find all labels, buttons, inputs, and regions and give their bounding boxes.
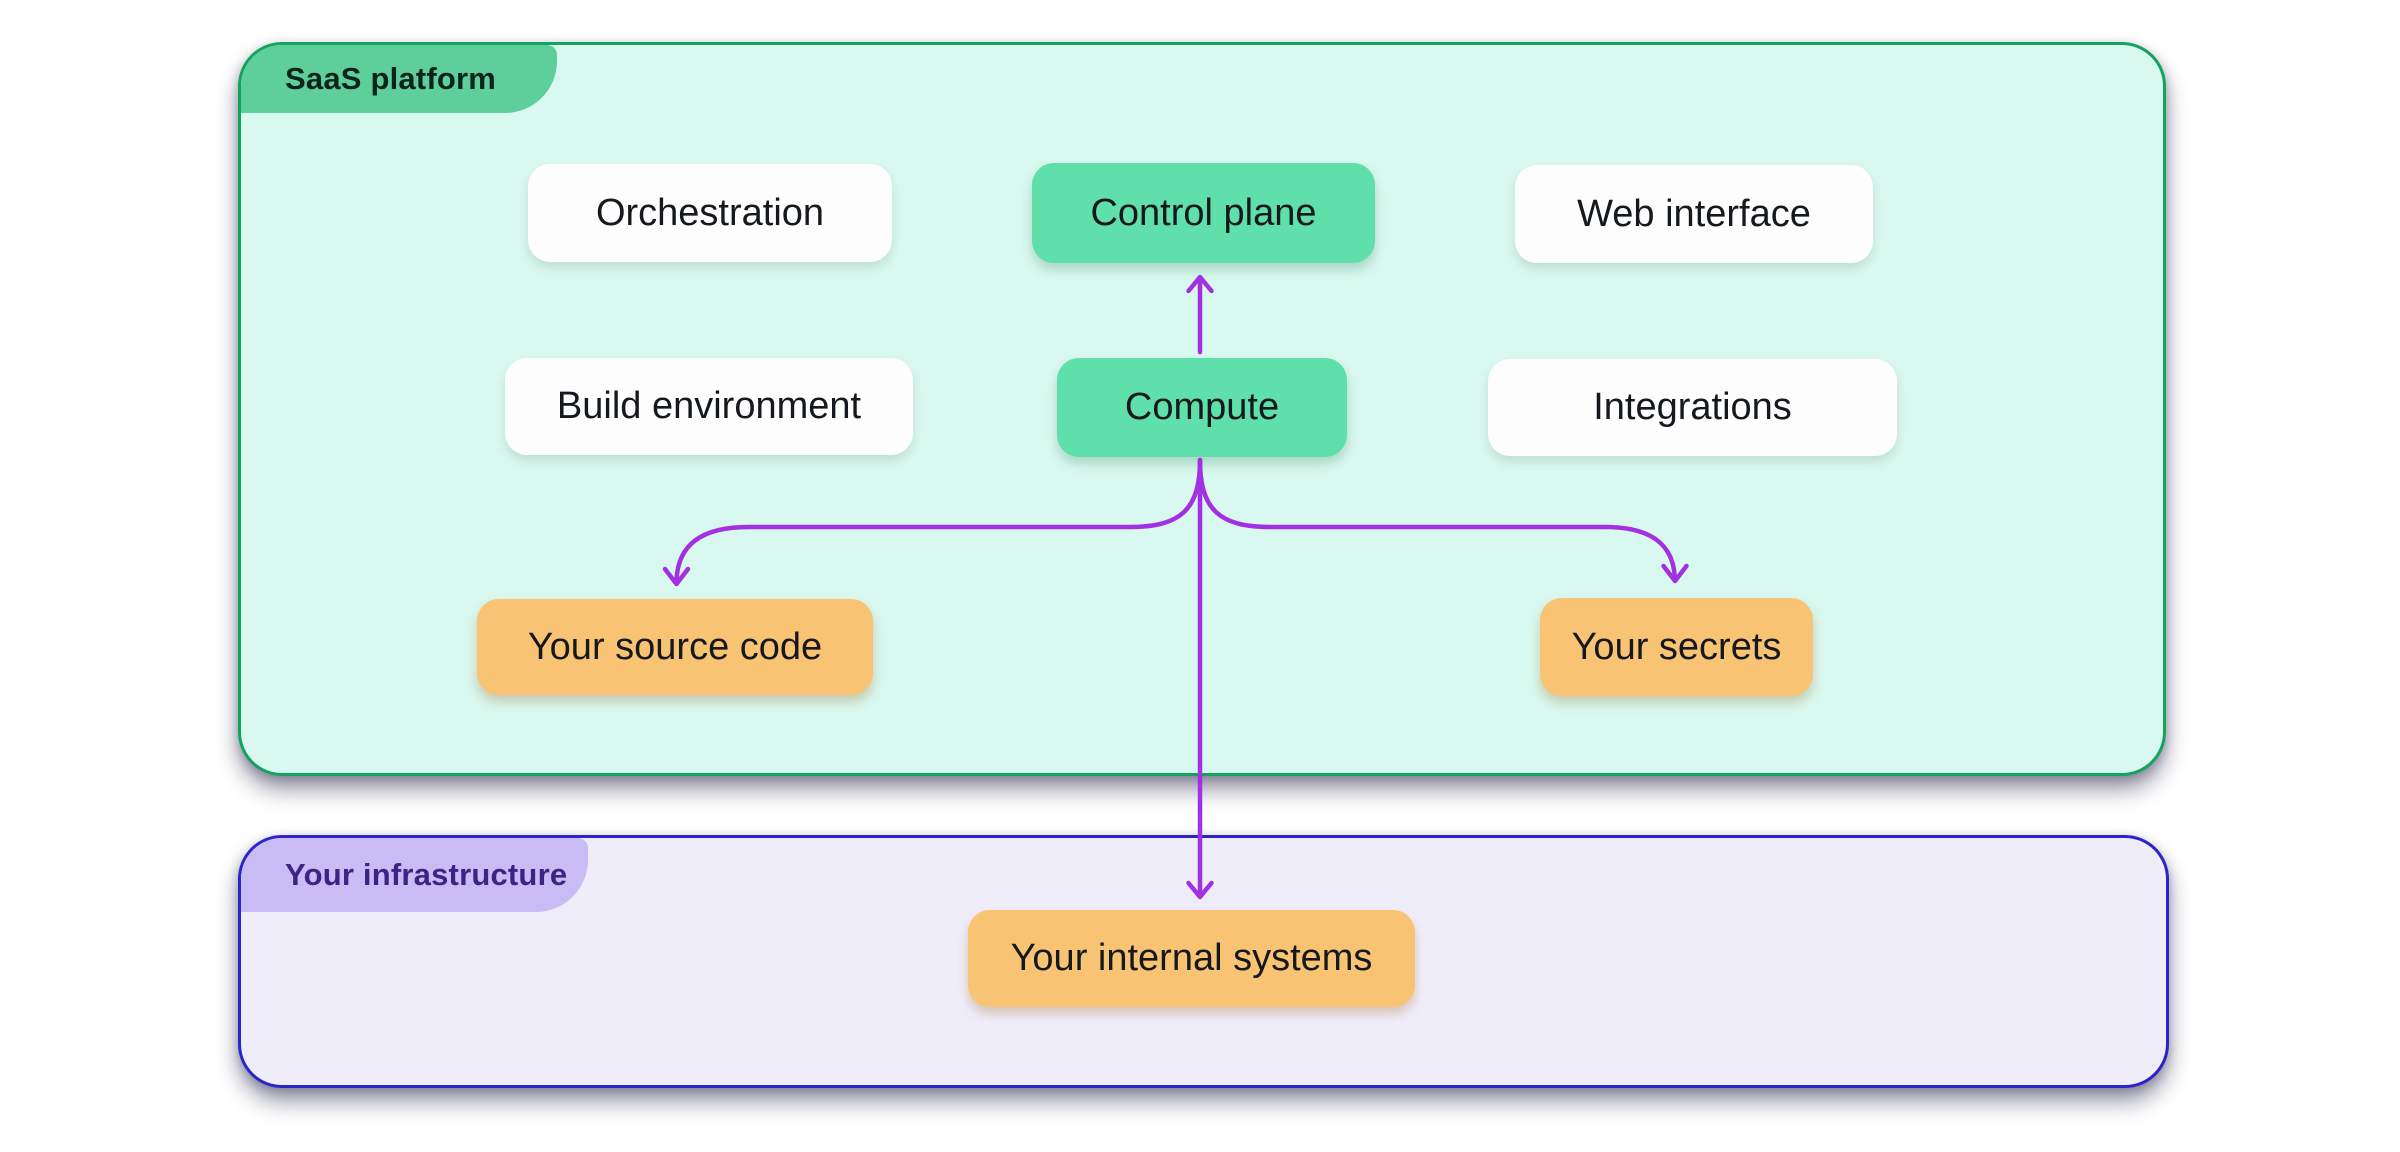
- your-infrastructure-tab-label: Your infrastructure: [285, 857, 568, 892]
- node-web-interface-label: Web interface: [1577, 192, 1811, 235]
- saas-platform-tab-label: SaaS platform: [285, 61, 497, 96]
- node-integrations-label: Integrations: [1593, 386, 1792, 428]
- node-integrations: Integrations: [1488, 359, 1897, 456]
- node-your-secrets: Your secrets: [1540, 598, 1813, 696]
- node-orchestration: Orchestration: [528, 164, 892, 262]
- your-infrastructure-tab: Your infrastructure: [241, 838, 588, 912]
- node-build-environment: Build environment: [505, 358, 913, 455]
- node-your-source-code-label: Your source code: [527, 625, 823, 668]
- node-your-internal-systems-label: Your internal systems: [1010, 937, 1373, 979]
- node-control-plane-label: Control plane: [1090, 191, 1317, 234]
- node-your-secrets-label: Your secrets: [1571, 625, 1782, 668]
- saas-platform-tab: SaaS platform: [241, 45, 557, 113]
- node-compute-label: Compute: [1124, 386, 1280, 428]
- node-compute: Compute: [1057, 358, 1347, 457]
- node-build-environment-label: Build environment: [556, 385, 862, 427]
- node-your-internal-systems: Your internal systems: [968, 910, 1415, 1007]
- your-infrastructure-container: Your infrastructure Your internal system…: [238, 835, 2169, 1088]
- saas-platform-container: SaaS platform Orchestration Control plan…: [238, 42, 2166, 776]
- node-your-source-code: Your source code: [477, 599, 873, 695]
- node-web-interface: Web interface: [1515, 165, 1873, 263]
- node-control-plane: Control plane: [1032, 163, 1375, 263]
- node-orchestration-label: Orchestration: [595, 191, 825, 234]
